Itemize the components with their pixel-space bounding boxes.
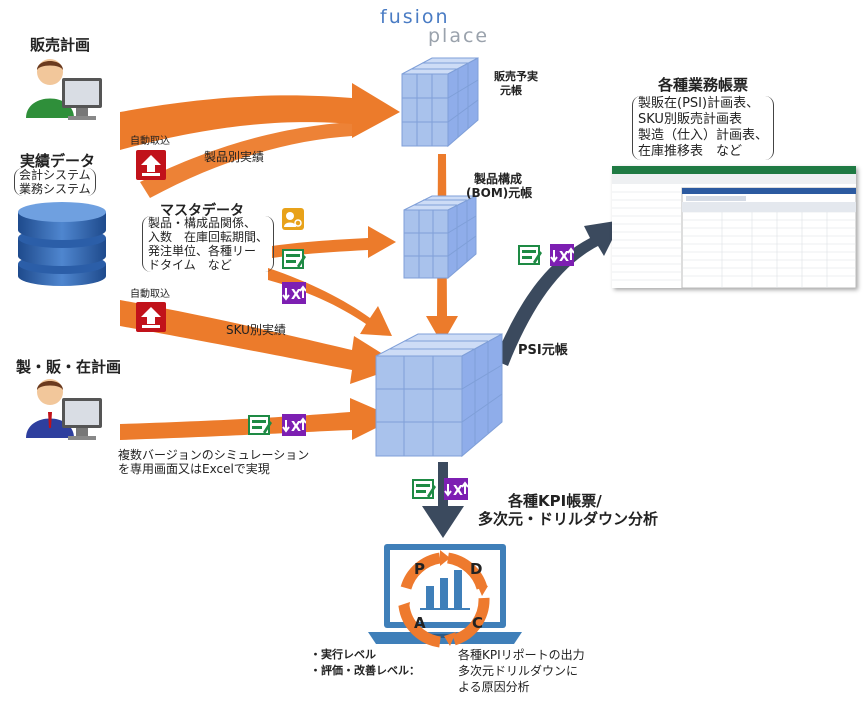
label-exec-desc: 各種KPIリポートの出力 (458, 648, 585, 662)
pdca-d: D (470, 560, 483, 578)
label-exec-level: ・実行レベル (310, 648, 376, 661)
label-bom-2: (BOM)元帳 (466, 186, 533, 200)
bom-cube-icon (403, 195, 477, 280)
label-eval-desc-1: 多次元ドリルダウンに (458, 664, 579, 678)
actuals-system-2: 業務システム (19, 182, 91, 196)
label-eval-level: ・評価・改善レベル： (310, 664, 420, 677)
label-sku-actuals: SKU別実績 (226, 323, 286, 337)
master-items-list: 製品・構成品関係、 入数 在庫回転期間、 発注単位、各種リー ドタイム など (142, 216, 275, 272)
label-sales-forecast-2: 元帳 (500, 84, 522, 97)
arrow-sku-to-psi (120, 300, 402, 384)
master-item-1: 製品・構成品関係、 (148, 216, 257, 230)
svg-text:X: X (559, 250, 569, 265)
heading-sales-plan: 販売計画 (30, 36, 91, 54)
heading-actuals: 実績データ (20, 152, 96, 170)
fusion-place-logo: fusion place (380, 6, 510, 47)
pdca-c: C (472, 614, 484, 632)
edit-form-icon-sim (248, 415, 272, 435)
pdca-a: A (414, 614, 426, 632)
heading-reports: 各種業務帳票 (658, 76, 749, 94)
label-psi: PSI元帳 (518, 343, 568, 358)
edit-form-icon-master (282, 249, 306, 269)
report-items-list: 製販在(PSI)計画表、 SKU別販売計画表 製造（仕入）計画表、 在庫推移表 … (632, 96, 775, 160)
excel-transfer-icon-psi-out: X (550, 244, 575, 266)
svg-text:X: X (291, 420, 301, 435)
master-settings-icon (282, 208, 304, 230)
report-item-1: 製販在(PSI)計画表、 (638, 96, 760, 111)
excel-transfer-icon-kpi: X (444, 478, 469, 500)
arrow-sales-to-forecast (120, 83, 400, 150)
label-simulation-1: 複数バージョンのシミュレーション (118, 448, 310, 462)
excel-transfer-icon-master: X (282, 282, 307, 304)
report-item-3: 製造（仕入）計画表、 (638, 128, 769, 143)
edit-form-icon-psi-out (518, 245, 542, 265)
spreadsheet-thumbnail (612, 166, 856, 288)
pdca-p: P (414, 560, 425, 578)
sales-planner-person-icon (26, 59, 102, 120)
master-item-2: 入数 在庫回転期間、 (148, 230, 269, 244)
sales-forecast-cube-icon (401, 57, 479, 148)
svg-text:X: X (453, 484, 463, 499)
report-item-4: 在庫推移表 など (638, 144, 743, 159)
heading-kpi-1: 各種KPI帳票/ (508, 492, 602, 510)
label-bom-1: 製品構成 (474, 172, 523, 186)
logo-word-fusion: fusion (380, 6, 450, 28)
report-item-2: SKU別販売計画表 (638, 112, 742, 127)
heading-master: マスタデータ (160, 203, 244, 219)
psi-cube-icon (375, 333, 503, 458)
arrow-psi-to-laptop (422, 462, 464, 538)
upload-tag-icon-1 (136, 150, 166, 180)
label-sales-forecast-1: 販売予実 (494, 70, 538, 83)
arrow-psi-to-reports (494, 220, 622, 366)
heading-psi-plan: 製・販・在計画 (16, 358, 122, 376)
pdca-cycle (398, 550, 490, 648)
label-product-actuals: 製品別実績 (204, 150, 265, 164)
database-icon (18, 202, 106, 286)
logo-word-place: place (428, 25, 490, 47)
heading-kpi-2: 多次元・ドリルダウン分析 (478, 510, 659, 528)
psi-planner-person-icon (26, 379, 102, 440)
svg-text:X: X (291, 288, 301, 303)
upload-tag-icon-2 (136, 302, 166, 332)
actuals-system-1: 会計システム (19, 168, 91, 182)
label-auto-import-2: 自動取込 (130, 289, 170, 300)
actuals-systems-list: 会計システム 業務システム (14, 168, 96, 196)
arrow-actuals-to-forecast (140, 122, 352, 198)
label-simulation-2: を専用画面又はExcelで実現 (118, 462, 270, 476)
edit-form-icon-kpi (412, 479, 436, 499)
master-item-4: ドタイム など (148, 258, 232, 272)
label-auto-import-1: 自動取込 (130, 136, 170, 147)
excel-transfer-icon-sim: X (282, 414, 307, 436)
master-item-3: 発注単位、各種リー (148, 244, 257, 258)
label-eval-desc-2: よる原因分析 (458, 680, 530, 694)
